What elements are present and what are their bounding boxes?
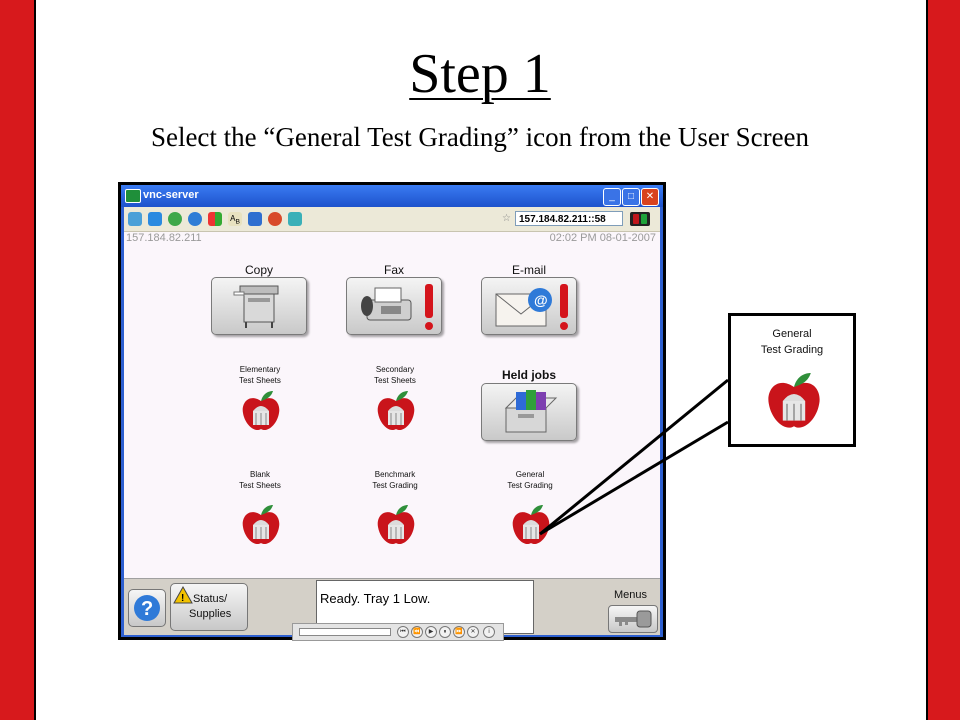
right-red-bar [926,0,960,720]
fullscreen-icon[interactable] [148,212,162,226]
window-title: vnc-server [143,189,199,201]
fax-icon [361,284,433,330]
vnc-toolbar: AB ☆ 157.184.82.211::58 [124,207,660,232]
play-icon[interactable]: ▶ [425,626,437,638]
window-titlebar[interactable]: vnc-server _ □ ✕ [121,185,663,207]
close-button[interactable]: ✕ [641,188,659,206]
help-icon: ? [134,595,160,621]
copy-button[interactable] [211,277,307,335]
slide-title: Step 1 [409,43,551,105]
email-button[interactable]: @ [481,277,577,335]
globe-icon[interactable] [168,212,182,226]
menus-button[interactable] [608,605,658,633]
date-time: 02:02 PM 08-01-2007 [549,232,656,244]
rewind-icon[interactable]: ⏪ [411,626,423,638]
status-supplies-label: Status/Supplies [189,593,232,620]
forward-icon[interactable]: ⏩ [453,626,465,638]
ip-address: 157.184.82.211 [126,232,202,244]
stop-icon[interactable]: ✕ [467,626,479,638]
printer-screen: AB ☆ 157.184.82.211::58 157.184.82.211 0… [124,207,660,641]
abc-icon[interactable]: AB [228,212,242,226]
help-button[interactable]: ? [128,589,166,627]
key-icon [615,610,652,628]
info-icon[interactable]: i [483,626,495,638]
address-dropdown-icon: ☆ [502,213,511,224]
blank-test-sheets-icon[interactable] [241,503,281,547]
refresh-icon[interactable] [188,212,202,226]
fax-button[interactable] [346,277,442,335]
benchmark-test-grading-icon[interactable] [376,503,416,547]
info-icon[interactable] [248,212,262,226]
windows-icon[interactable] [208,212,222,226]
copy-label: Copy [244,263,273,277]
pause-icon[interactable]: ⏸ [439,626,451,638]
address-field[interactable]: 157.184.82.211::58 [515,211,623,226]
media-seek-slider[interactable] [299,628,391,636]
vnc-screenshot-frame: vnc-server _ □ ✕ AB ☆ 157.184.82.211::58 [118,182,666,641]
elementary-test-sheets-icon[interactable] [241,389,281,433]
media-player-bar: ⏮ ⏪ ▶ ⏸ ⏩ ✕ i [292,623,504,641]
disconnect-icon[interactable] [268,212,282,226]
general-test-grading-icon[interactable] [511,503,551,547]
minimize-button[interactable]: _ [603,188,621,206]
skip-back-icon[interactable]: ⏮ [397,626,409,638]
maximize-button[interactable]: □ [622,188,640,206]
held-jobs-icon [504,390,558,433]
vnc-window: vnc-server _ □ ✕ AB ☆ 157.184.82.211::58 [121,185,663,641]
slide-subtitle: Select the “General Test Grading” icon f… [150,122,810,152]
email-icon: @ [495,284,568,330]
held-jobs-label: Held jobs [501,368,556,382]
connection-status-icon [630,212,650,226]
svg-text:?: ? [141,598,153,620]
zoom-apple-building-icon [768,373,820,428]
transfer-icon[interactable] [288,212,302,226]
menus-label: Menus [614,589,648,601]
vnc-eye-icon [125,189,141,203]
secondary-test-sheets-icon[interactable] [376,389,416,433]
warning-icon: ! [173,586,193,604]
svg-text:!: ! [181,593,184,604]
left-red-bar [0,0,36,720]
fax-label: Fax [383,263,404,277]
copier-icon [233,285,279,328]
svg-text:@: @ [534,292,548,308]
held-jobs-button[interactable] [481,383,577,441]
email-label: E-mail [511,263,546,277]
printer-status-bar: ? ! Status/Supplies Ready. Tray 1 Low. M… [124,578,660,641]
status-supplies-button[interactable]: ! Status/Supplies [170,583,248,631]
ctrl-alt-del-icon[interactable] [128,212,142,226]
